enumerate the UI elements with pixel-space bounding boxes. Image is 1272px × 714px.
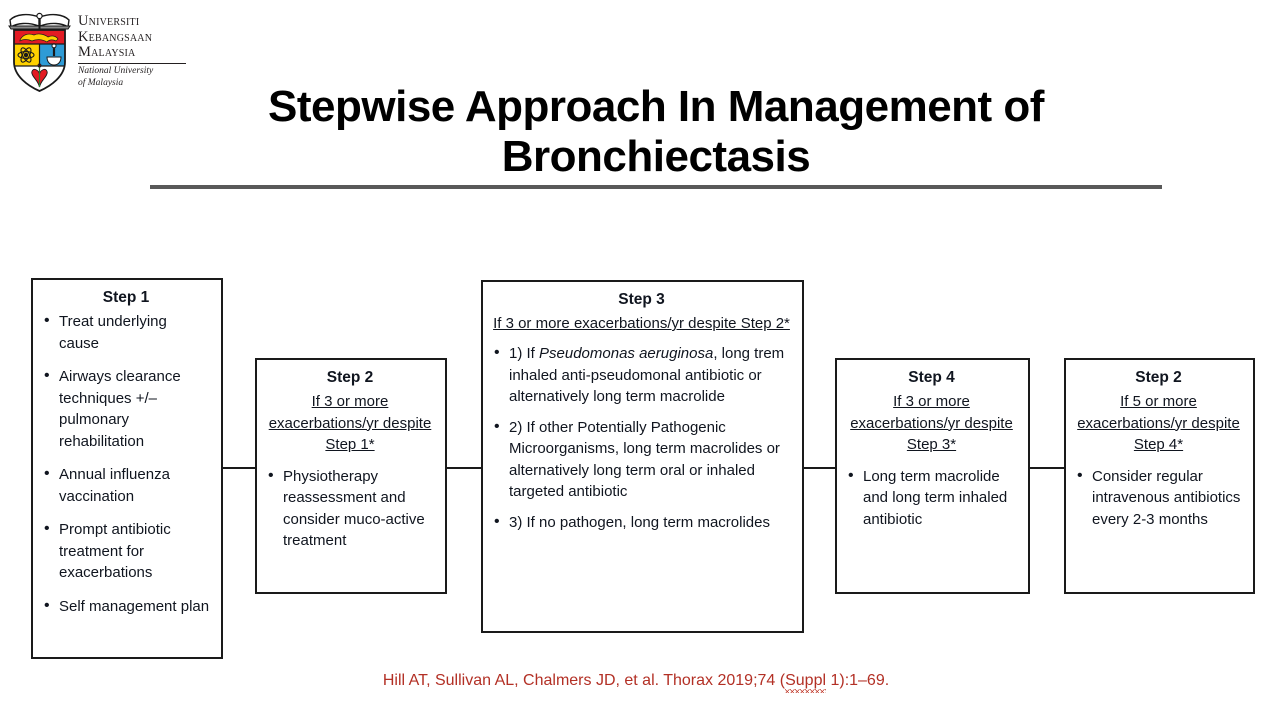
step-3-pathogen-name: Pseudomonas aeruginosa: [539, 345, 714, 362]
university-logo: Universiti Kebangsaan Malaysia National …: [4, 4, 194, 96]
step-4-title: Step 4: [908, 369, 955, 386]
list-item: Physiotherapy reassessment and consider …: [265, 465, 435, 552]
list-item: Long term macrolide and long term inhale…: [845, 465, 1018, 531]
step-box-2: Step 2 If 3 or more exacerbations/yr des…: [255, 358, 447, 594]
logo-subtitle-line1: National University: [78, 65, 154, 76]
title-underline-rule: [150, 185, 1162, 189]
citation-part-2: 1):1–69.: [826, 672, 890, 689]
step-box-1: Step 1 Treat underlying cause Airways cl…: [31, 278, 223, 659]
step-3-bullet-list: 1) If Pseudomonas aeruginosa, long trem …: [491, 342, 792, 534]
step-1-bullet-list: Treat underlying cause Airways clearance…: [41, 310, 211, 618]
step-box-4: Step 4 If 3 or more exacerbations/yr des…: [835, 358, 1030, 594]
step-5-condition: If 5 or more exacerbations/yr despite St…: [1077, 393, 1240, 453]
logo-divider: [78, 62, 186, 64]
logo-line-kebangsaan: Kebangsaan: [78, 28, 153, 45]
step-2-title: Step 2: [326, 369, 374, 386]
list-item: 1) If Pseudomonas aeruginosa, long trem …: [491, 342, 792, 408]
step-2-condition: If 3 or more exacerbations/yr despite St…: [268, 393, 432, 453]
logo-line-universiti: Universiti: [78, 13, 140, 29]
university-wordmark: Universiti Kebangsaan Malaysia National …: [78, 13, 190, 89]
list-item: Treat underlying cause: [41, 310, 211, 354]
connector-step4-step5: [1028, 467, 1066, 469]
step-2-bullet-list: Physiotherapy reassessment and consider …: [265, 465, 435, 552]
list-item: 3) If no pathogen, long term macrolides: [491, 511, 792, 534]
step-3-title: Step 3: [618, 291, 665, 308]
citation-reference: Hill AT, Sullivan AL, Chalmers JD, et al…: [0, 672, 1272, 693]
connector-step3-step4: [802, 467, 837, 469]
step-4-condition: If 3 or more exacerbations/yr despite St…: [850, 393, 1013, 453]
step-3-condition: If 3 or more exacerbations/yr despite St…: [493, 315, 790, 332]
connector-step1-step2: [221, 467, 257, 469]
title-container: Stepwise Approach In Management of Bronc…: [150, 82, 1162, 182]
step-3-bullet-1-suffix: , long trem inhaled anti-pseudomonal ant…: [509, 345, 785, 405]
list-item: Consider regular intravenous antibiotics…: [1074, 465, 1243, 531]
step-1-title: Step 1: [102, 289, 150, 306]
step-4-bullet-list: Long term macrolide and long term inhale…: [845, 465, 1018, 531]
step-box-5: Step 2 If 5 or more exacerbations/yr des…: [1064, 358, 1255, 594]
list-item: Airways clearance techniques +/– pulmona…: [41, 365, 211, 452]
page-title: Stepwise Approach In Management of Bronc…: [268, 82, 1044, 181]
citation-part-1: Hill AT, Sullivan AL, Chalmers JD, et al…: [382, 672, 786, 689]
list-item: Prompt antibiotic treatment for exacerba…: [41, 518, 211, 584]
logo-line-malaysia: Malaysia: [78, 44, 136, 60]
list-item: Self management plan: [41, 595, 211, 618]
step-box-3: Step 3 If 3 or more exacerbations/yr des…: [481, 280, 804, 633]
citation-misspelled-word: Suppl: [785, 672, 827, 693]
ukm-crest-icon: [8, 12, 71, 92]
step-5-title: Step 2: [1135, 369, 1182, 386]
list-item: Annual influenza vaccination: [41, 463, 211, 507]
step-3-bullet-1-prefix: 1) If: [509, 345, 540, 362]
step-5-bullet-list: Consider regular intravenous antibiotics…: [1074, 465, 1243, 531]
connector-step2-step3: [445, 467, 483, 469]
logo-subtitle-line2: of Malaysia: [78, 78, 124, 88]
list-item: 2) If other Potentially Pathogenic Micro…: [491, 416, 792, 503]
